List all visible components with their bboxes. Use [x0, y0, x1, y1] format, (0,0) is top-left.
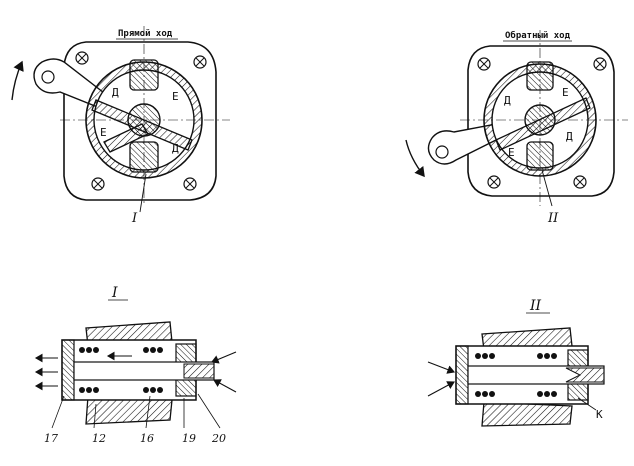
forward-stroke-view: Прямой ход — [11, 26, 230, 226]
section-i-detail: I — [34, 285, 237, 445]
chamber-label-e: Е — [172, 90, 179, 103]
callout-17: 17 — [44, 432, 58, 445]
section-mark-ii: II — [547, 211, 559, 226]
section-mark-i: I — [131, 211, 138, 226]
reverse-stroke-view: Обратный ход Д Е Е Д II — [405, 30, 628, 226]
chamber-label-d: Д — [566, 130, 573, 143]
callout-16: 16 — [140, 432, 154, 445]
forward-title: Прямой ход — [118, 29, 173, 39]
chamber-label-e: Е — [508, 146, 515, 159]
section-i-heading: I — [111, 285, 118, 301]
chamber-label-e: Е — [562, 86, 569, 99]
callout-12: 12 — [92, 432, 106, 445]
callout-20: 20 — [211, 432, 226, 445]
section-ii-detail: II К — [427, 298, 605, 427]
chamber-label-e: Е — [100, 126, 107, 139]
reverse-title: Обратный ход — [505, 30, 571, 41]
callout-19: 19 — [182, 432, 196, 445]
chamber-label-d: Д — [504, 94, 511, 107]
callout-k: К — [596, 408, 603, 421]
section-ii-heading: II — [529, 298, 542, 314]
chamber-label-d: Д — [112, 86, 119, 99]
chamber-label-d: Д — [172, 142, 179, 155]
